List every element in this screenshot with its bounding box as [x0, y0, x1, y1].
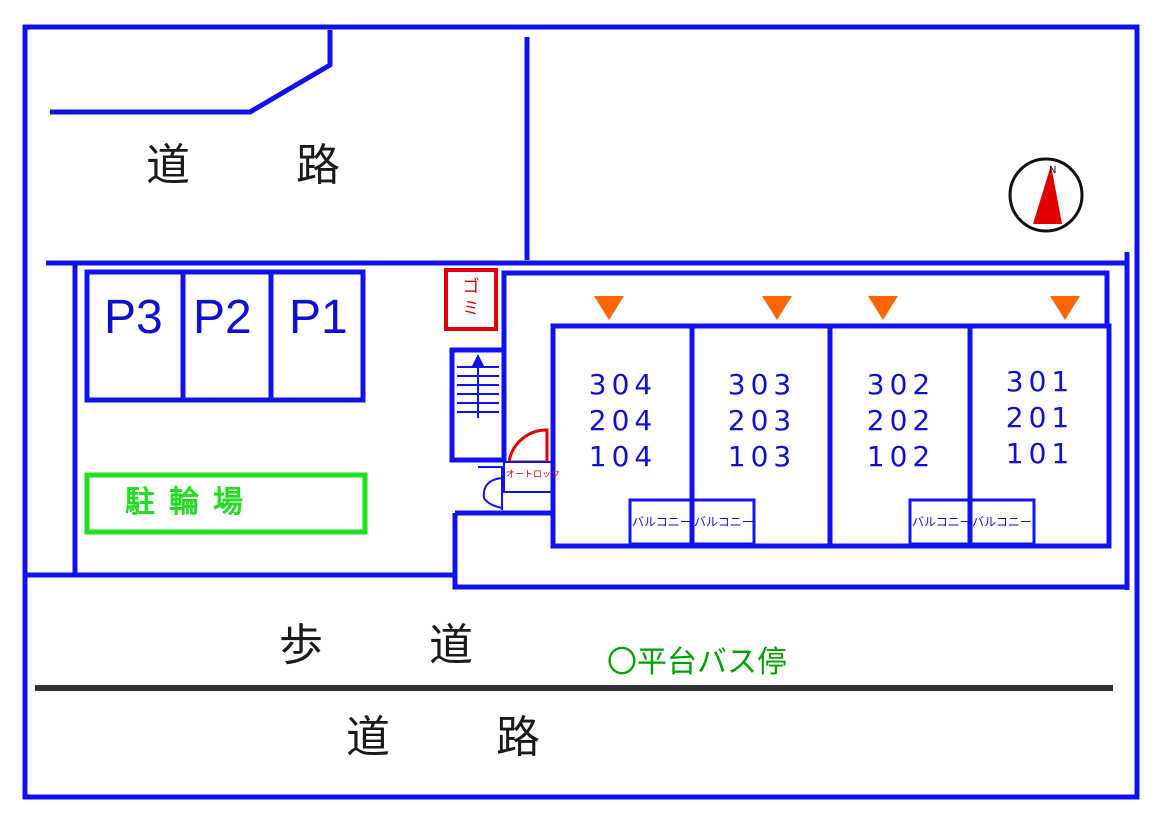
- room-101: 101: [1005, 437, 1075, 470]
- room-303: 303: [727, 368, 797, 401]
- auto-lock-panel: [503, 461, 554, 493]
- room-301: 301: [1005, 365, 1075, 398]
- room-204: 204: [588, 404, 658, 437]
- parking-label-p1: P1: [289, 291, 348, 344]
- garbage-label: ゴミ: [462, 277, 480, 319]
- entrance-marker-302: [868, 296, 898, 320]
- auto-lock-door: [507, 428, 549, 464]
- parking-label-p3: P3: [104, 291, 163, 344]
- auto-lock-label: オートロック: [506, 470, 561, 480]
- site-boundary: [22, 24, 1140, 800]
- parking-label-p2: P2: [193, 291, 252, 344]
- balcony-label-301: バルコニー: [972, 515, 1032, 529]
- building-lower-outline: [452, 513, 1127, 590]
- bicycle-parking-label: 駐輪場: [125, 485, 257, 520]
- top-road-label: 道 路: [146, 140, 386, 191]
- room-304: 304: [588, 368, 658, 401]
- balcony-box-301: [968, 498, 1036, 546]
- entrance-marker-303: [762, 296, 792, 320]
- road-edge-top-left: [50, 30, 333, 115]
- compass-north-label: N: [1049, 165, 1057, 176]
- stairwell: [449, 347, 507, 463]
- room-203: 203: [727, 404, 797, 437]
- entrance-marker-301: [1050, 296, 1080, 320]
- bus-stop-label: 〇平台バス停: [607, 645, 787, 680]
- room-201: 201: [1005, 401, 1075, 434]
- unit-301-stack: 301 201 101: [975, 364, 1105, 472]
- room-302: 302: [866, 368, 936, 401]
- room-102: 102: [866, 440, 936, 473]
- parking-space-p1: [268, 269, 366, 403]
- balcony-label-304: バルコニー: [632, 515, 692, 529]
- room-104: 104: [588, 440, 658, 473]
- bottom-road-label: 道 路: [346, 712, 586, 763]
- balcony-box-303: [690, 498, 756, 546]
- stair-up-arrow: [472, 354, 484, 418]
- room-202: 202: [866, 404, 936, 437]
- entrance-swing-door: [478, 466, 503, 510]
- bicycle-parking-box: [84, 472, 368, 535]
- entrance-marker-304: [594, 296, 624, 320]
- sidewalk-label: 歩 道: [279, 620, 519, 671]
- balcony-label-303: バルコニー: [694, 515, 754, 529]
- unit-302-stack: 302 202 102: [836, 367, 966, 475]
- room-103: 103: [727, 440, 797, 473]
- balcony-label-302: バルコニー: [912, 515, 972, 529]
- garbage-box: [444, 268, 498, 331]
- compass-needle-icon: [1033, 165, 1062, 224]
- unit-304-stack: 304 204 104: [558, 367, 688, 475]
- unit-303-stack: 303 203 103: [697, 367, 827, 475]
